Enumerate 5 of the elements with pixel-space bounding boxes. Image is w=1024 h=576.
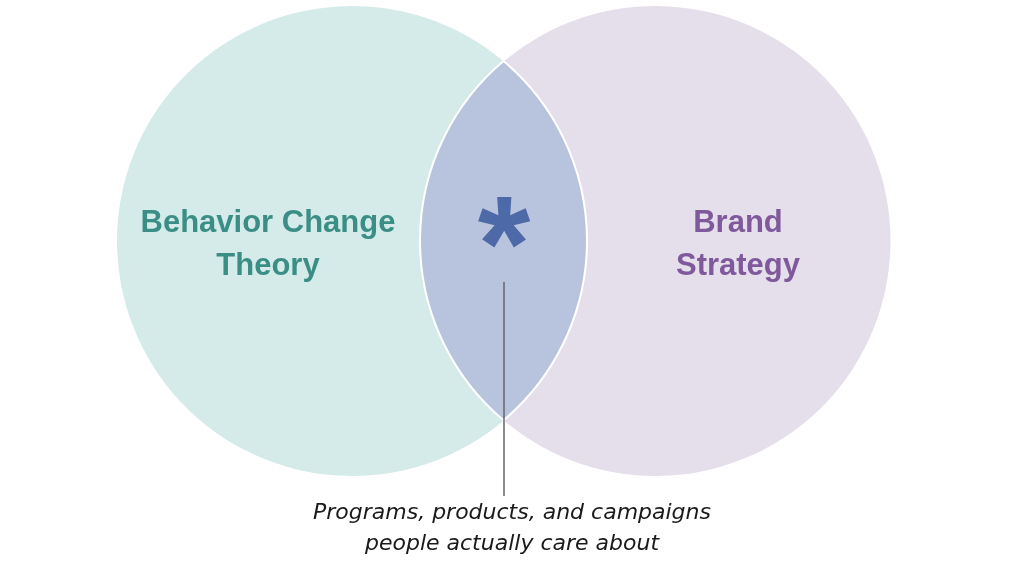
leader-line xyxy=(503,281,505,497)
circle-label: Brand Strategy xyxy=(674,203,801,284)
caption-text: Programs, products, and campaigns people actually care about xyxy=(292,496,732,558)
circle-label: Behavior Change Theory xyxy=(139,203,397,284)
asterisk-mark: * xyxy=(476,193,532,251)
